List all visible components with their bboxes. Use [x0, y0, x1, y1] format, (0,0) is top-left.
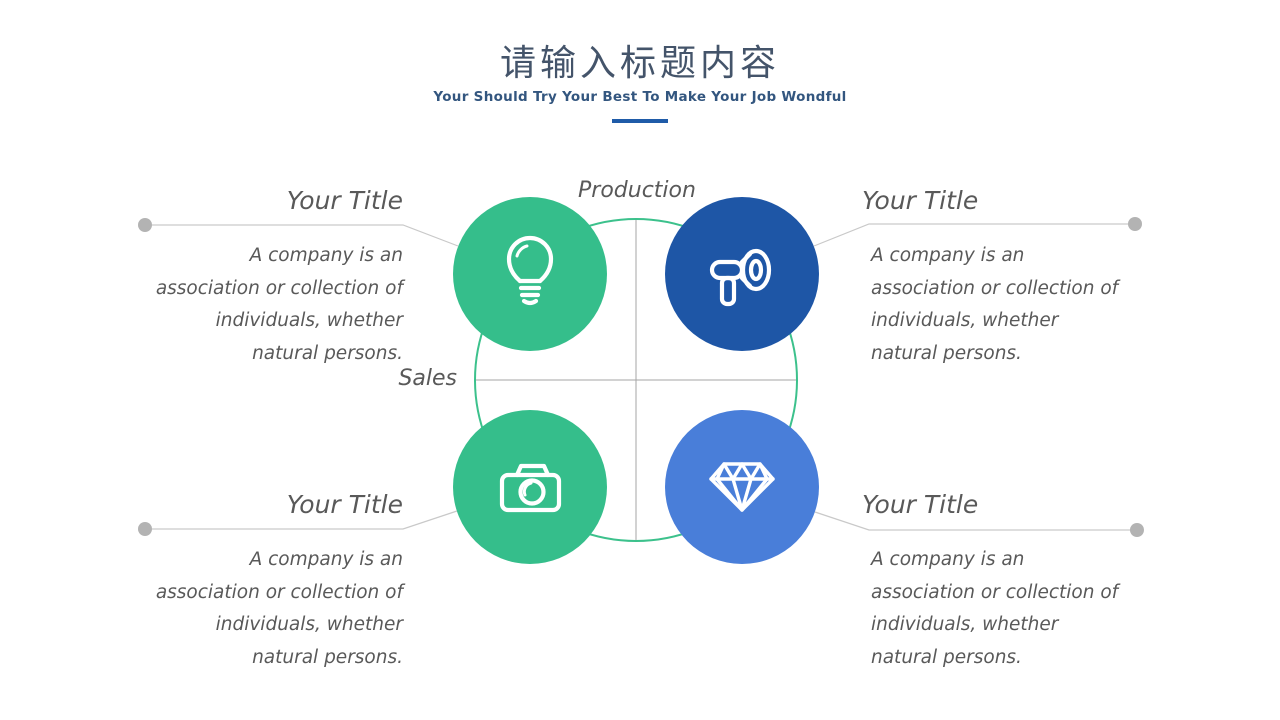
- connector-dot-top-left: [138, 218, 152, 232]
- body-line: A company is an: [871, 549, 1025, 570]
- body-line: association or collection of: [155, 277, 403, 299]
- connector-line-top-right: [813, 223, 1135, 247]
- quadrant-title: Your Title: [862, 490, 979, 519]
- megaphone-icon: [709, 248, 772, 307]
- connector-dot-top-right: [1128, 217, 1142, 231]
- body-line: association or collection of: [155, 581, 403, 603]
- circle-bottom-right: [665, 410, 819, 564]
- quadrant-text-bottom-right: Your Title A company is an association o…: [862, 488, 1125, 674]
- connector-dots: [138, 217, 1144, 537]
- connector-line-top-left: [145, 224, 459, 247]
- body-line: association or collection of: [871, 277, 1119, 299]
- quadrant-text-top-left: Your Title A company is an association o…: [140, 184, 403, 370]
- diamond-icon: [709, 462, 775, 512]
- axis-label-sales: Sales: [398, 366, 457, 391]
- body-line: individuals, whether: [215, 310, 403, 331]
- camera-icon: [499, 463, 562, 513]
- quadrant-body: A company is an association or collectio…: [140, 544, 403, 674]
- quadrant-text-top-right: Your Title A company is an association o…: [862, 184, 1125, 370]
- body-line: individuals, whether: [871, 614, 1059, 635]
- circle-top-left: [453, 197, 607, 351]
- body-line: A company is an: [249, 245, 403, 266]
- connector-lines: [145, 223, 1137, 531]
- title-underline-bar: [612, 119, 668, 123]
- body-line: individuals, whether: [871, 310, 1059, 331]
- connector-line-bottom-right: [814, 511, 1137, 531]
- quadrant-body: A company is an association or collectio…: [871, 240, 1125, 370]
- body-line: association or collection of: [871, 581, 1119, 603]
- lightbulb-icon: [506, 235, 554, 306]
- connector-line-bottom-left: [145, 510, 458, 530]
- connector-dot-bottom-left: [138, 522, 152, 536]
- body-line: natural persons.: [252, 342, 403, 364]
- body-line: natural persons.: [252, 646, 403, 668]
- body-line: natural persons.: [871, 342, 1022, 364]
- connector-dot-bottom-right: [1130, 523, 1144, 537]
- body-line: A company is an: [871, 245, 1025, 266]
- slide-subtitle: Your Should Try Your Best To Make Your J…: [433, 89, 847, 105]
- quadrant-body: A company is an association or collectio…: [140, 240, 403, 370]
- quadrant-title: Your Title: [286, 490, 403, 519]
- body-line: natural persons.: [871, 646, 1022, 668]
- body-line: individuals, whether: [215, 614, 403, 635]
- quadrant-body: A company is an association or collectio…: [871, 544, 1125, 674]
- quadrant-outline-circle: [474, 218, 798, 542]
- quadrant-text-bottom-left: Your Title A company is an association o…: [140, 488, 403, 674]
- body-line: A company is an: [249, 549, 403, 570]
- slide-title: 请输入标题内容: [499, 43, 780, 84]
- circle-bottom-left: [453, 410, 607, 564]
- crosshair-axes: [475, 219, 797, 541]
- quadrant-title: Your Title: [286, 186, 403, 215]
- quadrant-title: Your Title: [862, 186, 979, 215]
- axis-label-production: Production: [578, 178, 696, 203]
